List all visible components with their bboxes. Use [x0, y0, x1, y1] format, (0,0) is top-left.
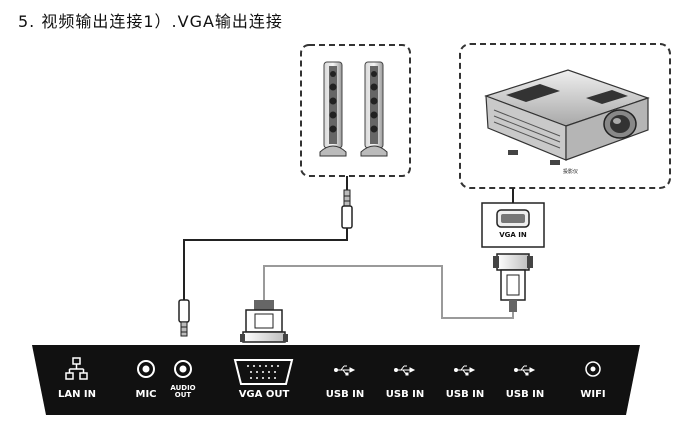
vga-plug-projector	[493, 253, 533, 312]
projector-icon	[484, 69, 650, 165]
port-label-usb-3: USB IN	[445, 389, 485, 400]
audio-out-jack-icon	[174, 360, 192, 378]
port-label-usb-4: USB IN	[505, 389, 545, 400]
io-panel	[32, 345, 640, 415]
audio-plug-speaker	[341, 176, 353, 229]
wifi-jack-icon	[585, 361, 601, 377]
left-speaker	[319, 61, 347, 157]
vga-out-port-icon	[233, 359, 294, 385]
vga-plug-panel	[240, 300, 288, 343]
vga-in-port	[481, 202, 545, 248]
projector-caption: 投影仪	[563, 169, 579, 175]
projector-box	[459, 43, 671, 189]
usb-icon	[454, 365, 476, 376]
usb-icon	[334, 365, 356, 376]
right-speaker	[360, 61, 388, 157]
lan-icon	[65, 357, 88, 380]
usb-icon	[514, 365, 536, 376]
vga-in-label: VGA IN	[499, 231, 527, 239]
port-label-usb-2: USB IN	[385, 389, 425, 400]
page-title: 5. 视频输出连接1）.VGA输出连接	[18, 12, 283, 31]
usb-icon	[394, 365, 416, 376]
port-label-usb-1: USB IN	[325, 389, 365, 400]
port-label-wifi: WIFI	[580, 389, 606, 400]
audio-plug-panel	[178, 299, 190, 337]
speakers-box	[300, 44, 411, 177]
mic-jack-icon	[137, 360, 155, 378]
port-label-audio-out-1: AUDIO	[170, 384, 196, 392]
port-label-lan: LAN IN	[57, 389, 97, 400]
port-label-mic: MIC	[135, 389, 157, 400]
port-label-audio-out-2: OUT	[174, 391, 192, 399]
audio-cable	[183, 228, 348, 300]
vga-cable	[263, 265, 514, 319]
port-label-vga-out: VGA OUT	[238, 389, 290, 400]
